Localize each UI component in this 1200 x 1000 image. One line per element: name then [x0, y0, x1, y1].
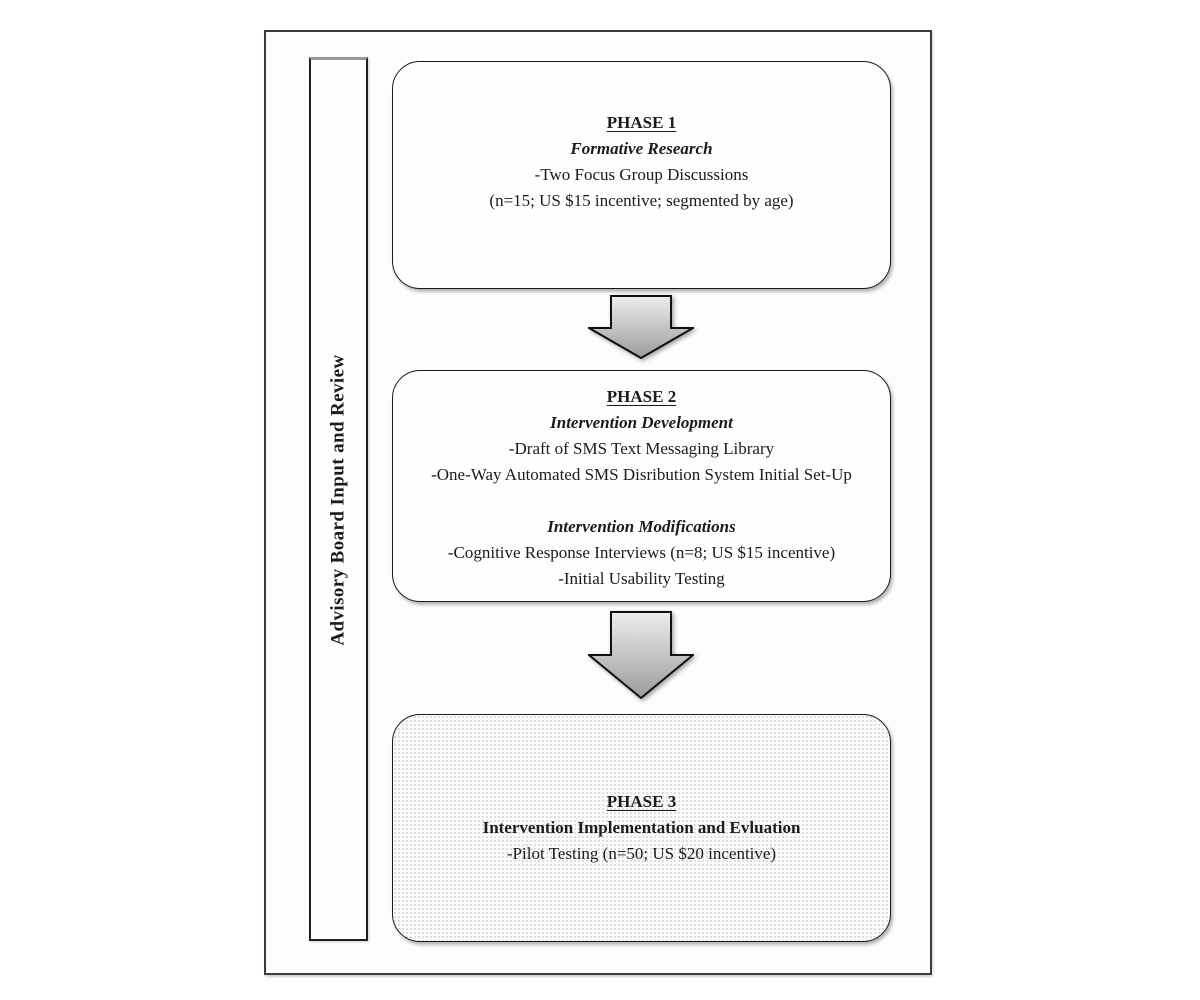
phase-1-line: -Two Focus Group Discussions [534, 165, 749, 184]
phase-1-line: (n=15; US $15 incentive; segmented by ag… [489, 191, 794, 210]
phase-3-box: PHASE 3 Intervention Implementation and … [392, 714, 891, 942]
down-arrow-1 [588, 295, 694, 359]
down-arrow-2 [588, 611, 694, 699]
phase-3-line: -Pilot Testing (n=50; US $20 incentive) [506, 844, 777, 863]
phase-2-line: -Draft of SMS Text Messaging Library [508, 439, 775, 458]
phase-2-subtitle-development: Intervention Development [550, 413, 733, 432]
advisory-board-label: Advisory Board Input and Review [327, 353, 349, 646]
phase-2-box: PHASE 2 Intervention Development -Draft … [392, 370, 891, 602]
phase-2-subtitle-modifications: Intervention Modifications [547, 517, 736, 536]
advisory-board-bar: Advisory Board Input and Review [309, 57, 368, 941]
phase-3-subtitle: Intervention Implementation and Evluatio… [482, 818, 801, 837]
phase-3-title: PHASE 3 [606, 792, 677, 811]
phase-1-subtitle: Formative Research [570, 139, 713, 158]
phase-2-line: -One-Way Automated SMS Disribution Syste… [431, 465, 852, 484]
phase-2-line: -Cognitive Response Interviews (n=8; US … [447, 543, 836, 562]
phase-2-title: PHASE 2 [606, 387, 677, 406]
phase-2-line: -Initial Usability Testing [558, 569, 725, 588]
phase-1-box: PHASE 1 Formative Research -Two Focus Gr… [392, 61, 891, 289]
diagram-page: Advisory Board Input and Review PHASE 1 … [264, 30, 932, 975]
phase-1-title: PHASE 1 [606, 113, 677, 132]
